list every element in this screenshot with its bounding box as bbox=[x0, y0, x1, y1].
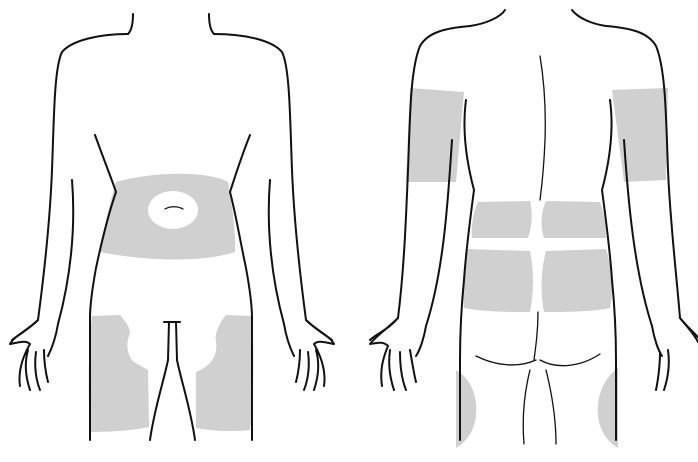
back-neck-left bbox=[470, 10, 505, 26]
back-body-outline bbox=[370, 10, 698, 444]
back-left-inner-leg bbox=[523, 370, 530, 444]
front-left-inner-leg bbox=[150, 360, 168, 440]
back-right-inner-leg bbox=[546, 370, 556, 444]
front-right-inner-leg bbox=[177, 360, 195, 440]
front-figure bbox=[10, 14, 334, 440]
back-left-hand bbox=[370, 318, 426, 390]
lower-buttocks-left-injection-zone bbox=[463, 249, 533, 312]
right-upper-arm-injection-zone bbox=[612, 88, 668, 182]
spine-line bbox=[540, 56, 545, 200]
front-right-hand bbox=[284, 320, 334, 390]
left-upper-arm-injection-zone bbox=[406, 88, 464, 182]
front-left-inner-arm bbox=[58, 180, 73, 324]
front-neck-right bbox=[209, 14, 214, 34]
front-crotch bbox=[164, 322, 180, 360]
back-left-arm-outer bbox=[370, 26, 470, 340]
left-gluteal-fold bbox=[476, 356, 536, 365]
navel-clear-area bbox=[148, 191, 198, 229]
front-left-hand bbox=[10, 320, 58, 390]
back-neck-right bbox=[572, 10, 606, 26]
upper-buttocks-right-injection-zone bbox=[542, 201, 606, 238]
upper-buttocks-left-injection-zone bbox=[472, 201, 532, 238]
lower-buttocks-right-injection-zone bbox=[542, 249, 613, 312]
front-neck-left bbox=[128, 14, 133, 34]
left-thigh-injection-zone bbox=[89, 315, 149, 432]
right-back-thigh-injection-zone bbox=[598, 368, 618, 448]
buttocks-cleft bbox=[534, 312, 538, 360]
right-thigh-injection-zone bbox=[196, 315, 253, 431]
front-left-arm-outer bbox=[12, 34, 128, 340]
back-figure bbox=[370, 10, 698, 448]
back-right-arm-outer bbox=[606, 26, 698, 340]
front-right-inner-arm bbox=[269, 180, 284, 324]
right-gluteal-fold bbox=[540, 354, 600, 366]
